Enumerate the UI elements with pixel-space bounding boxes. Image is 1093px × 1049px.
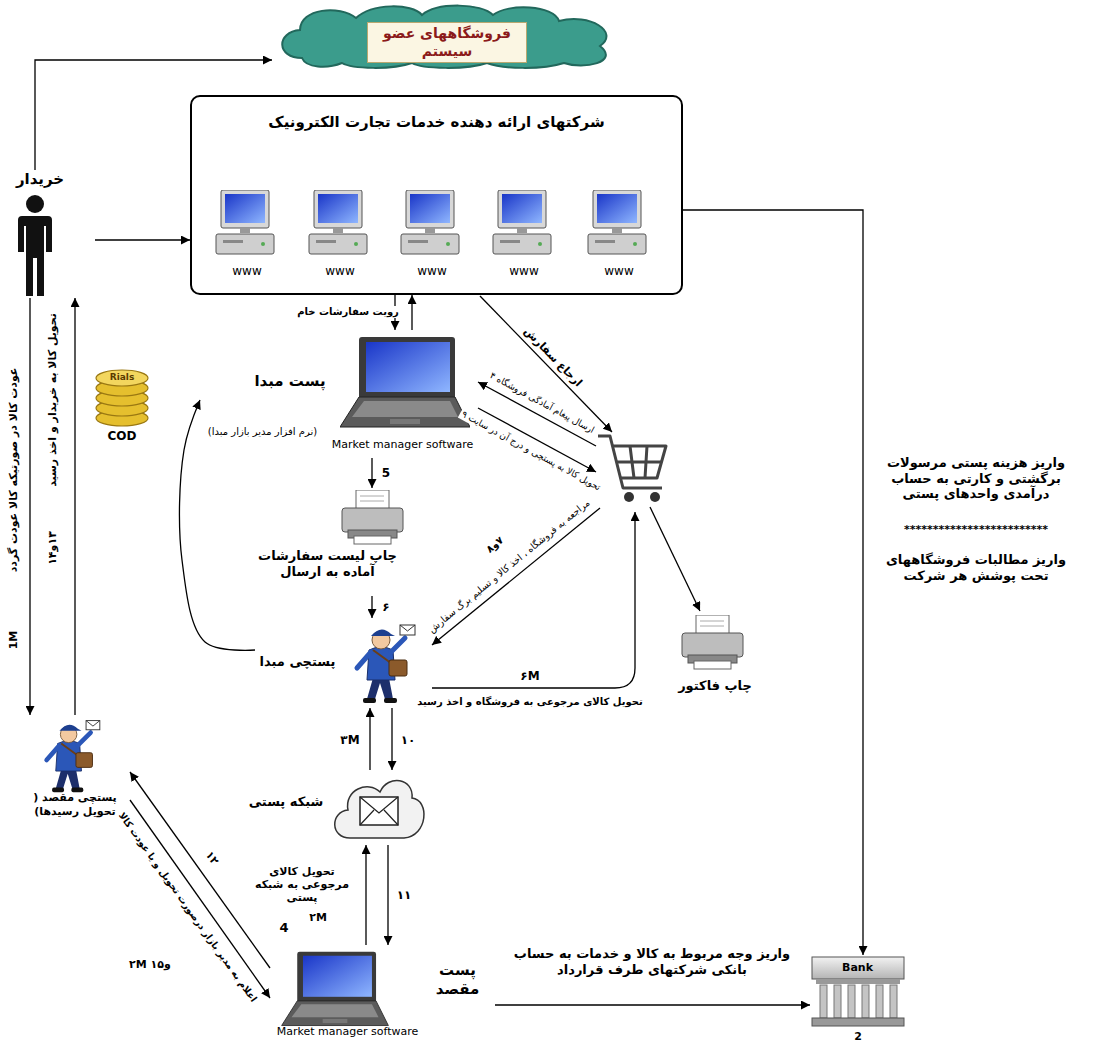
flow-arrow (365, 845, 366, 945)
side-note: واریز مطالبات فروشگاههای تحت پوشش هر شرک… (869, 552, 1083, 583)
node-title: چاپ فاکتور (670, 678, 760, 694)
printer: چاپ لیست سفارشات آماده به ارسال (240, 488, 415, 596)
computer-icons (216, 190, 646, 254)
flow-arrow (683, 210, 863, 955)
flow-arrow (179, 400, 255, 650)
node-title: فروشگاههای عضو سیستم (367, 22, 527, 63)
origin-laptop: پست مبدا Market manager software(نرم افزا… (200, 330, 480, 458)
cart-icon (598, 436, 666, 502)
cart-flow-lines (432, 296, 700, 688)
bank: Bank (810, 955, 905, 1027)
cloud-node: فروشگاههای عضو سیستم (272, 2, 622, 70)
node-title: شبکه پستی (240, 794, 332, 810)
computer: www (305, 192, 375, 284)
dest-laptop: پست مقصد Market manager software (270, 945, 495, 1043)
node-title: چاپ لیست سفارشات آماده به ارسال (240, 548, 415, 581)
callout-number: 4 (277, 920, 290, 936)
node-title: پستچی مقصد ( تحویل رسیدها) (20, 791, 130, 819)
edge-label: تحویل کالا به خریدار و اخذ رسید (46, 311, 59, 489)
edge-label: واریز وجه مربوط به کالا و خدمات به حساب … (500, 946, 804, 977)
buyer: خریدار (5, 170, 95, 298)
edge-label: ۱۱ (395, 888, 414, 902)
node-title: www (305, 264, 375, 279)
buyer-figure (18, 195, 52, 296)
flow-arrow (95, 239, 190, 240)
flow-arrow (371, 596, 372, 618)
flow-arrow (35, 60, 272, 170)
flow-arrow (391, 708, 392, 770)
flow-arrow (371, 458, 372, 488)
edge-label: ۱۲ (202, 847, 223, 869)
flow-arrow (29, 298, 30, 715)
coins-icon (96, 370, 148, 426)
page-number: 2 (852, 1030, 864, 1043)
postal-network: شبکه پستی (240, 770, 430, 845)
step-number: ۱۳و۱۴ (46, 529, 59, 567)
laptop-icon (282, 952, 389, 1026)
node-text: (نرم افزار مدیر بازار مبدا) (200, 426, 325, 439)
node-title: Bank (810, 961, 905, 975)
edge-label: ۱۰ (399, 733, 418, 747)
company-box: شرکتهای ارائه دهنده خدمات تجارت الکترونی… (190, 95, 683, 295)
edge-label: تحویل کالای مرجوعی به شبکه پستی (248, 865, 356, 905)
node-text: Market manager software (325, 438, 480, 452)
node-title: شرکتهای ارائه دهنده خدمات تجارت الکترونی… (210, 113, 663, 132)
step-number: ۲M (307, 911, 329, 924)
invoice-printer: چاپ فاکتور (670, 612, 760, 707)
laptop-icon (340, 337, 470, 427)
step-number: ۷و۸ (483, 533, 508, 556)
edge-label: عودت کالا در صورتیکه کالا عودت گردد (7, 366, 20, 575)
node-title: www (584, 264, 654, 279)
side-note: واریز هزینه پستی مرسولات برگشتی و کارتی … (869, 455, 1083, 502)
coin-text: Rials (108, 372, 137, 383)
edge-label: 5 (380, 466, 392, 480)
edge-label: رویت سفارشات خام (295, 306, 401, 318)
computer: www (489, 192, 559, 284)
node-title: www (489, 264, 559, 279)
flow-arrow (74, 298, 75, 715)
step-number: 1M (7, 629, 20, 652)
flow-arrow (369, 708, 370, 770)
flow-arrow (495, 1004, 810, 1005)
node-title: پست مقصد (420, 961, 495, 999)
edge-label: ۳M (338, 733, 361, 747)
computer: www (397, 192, 467, 284)
node-title: پست مبدا (240, 372, 340, 391)
node-text: Market manager software (270, 1025, 425, 1039)
postman-icon (357, 625, 415, 703)
step-number: ۶M (518, 669, 541, 683)
cloud-outline (282, 6, 606, 68)
edge-label: اعلام به مدیر بازار درصورت تحویل و یا عو… (115, 808, 260, 1005)
flow-arrow (387, 845, 388, 945)
node-title: خریدار (5, 170, 75, 189)
printer-icon (682, 615, 743, 669)
edge-label: ۶ (380, 600, 391, 614)
node-title: پستچی مبدا (255, 654, 340, 670)
postman-icon (47, 721, 100, 793)
flow-arrow (411, 295, 412, 330)
computer: www (212, 192, 282, 284)
node-title: www (397, 264, 467, 279)
node-title: www (212, 264, 282, 279)
network-cloud-icon (335, 781, 424, 838)
flow-label: مراجعه به فروشگاه ، اخذ کالا و تسلیم برگ… (425, 496, 594, 637)
flow-label: ارجاع سفارش (520, 323, 587, 391)
computer: www (584, 192, 654, 284)
step-number: ۲M و۱۵ (127, 958, 173, 971)
flow-label: تحویل کالای مرجوعی به فروشگاه و اخذ رسید (415, 696, 645, 708)
dest-postman: پستچی مقصد ( تحویل رسیدها) (20, 715, 130, 822)
printer-icon (342, 490, 403, 544)
separator: ************************* (869, 523, 1083, 536)
coin-caption: COD (106, 429, 139, 443)
origin-postman: پستچی مبدا (255, 618, 430, 708)
